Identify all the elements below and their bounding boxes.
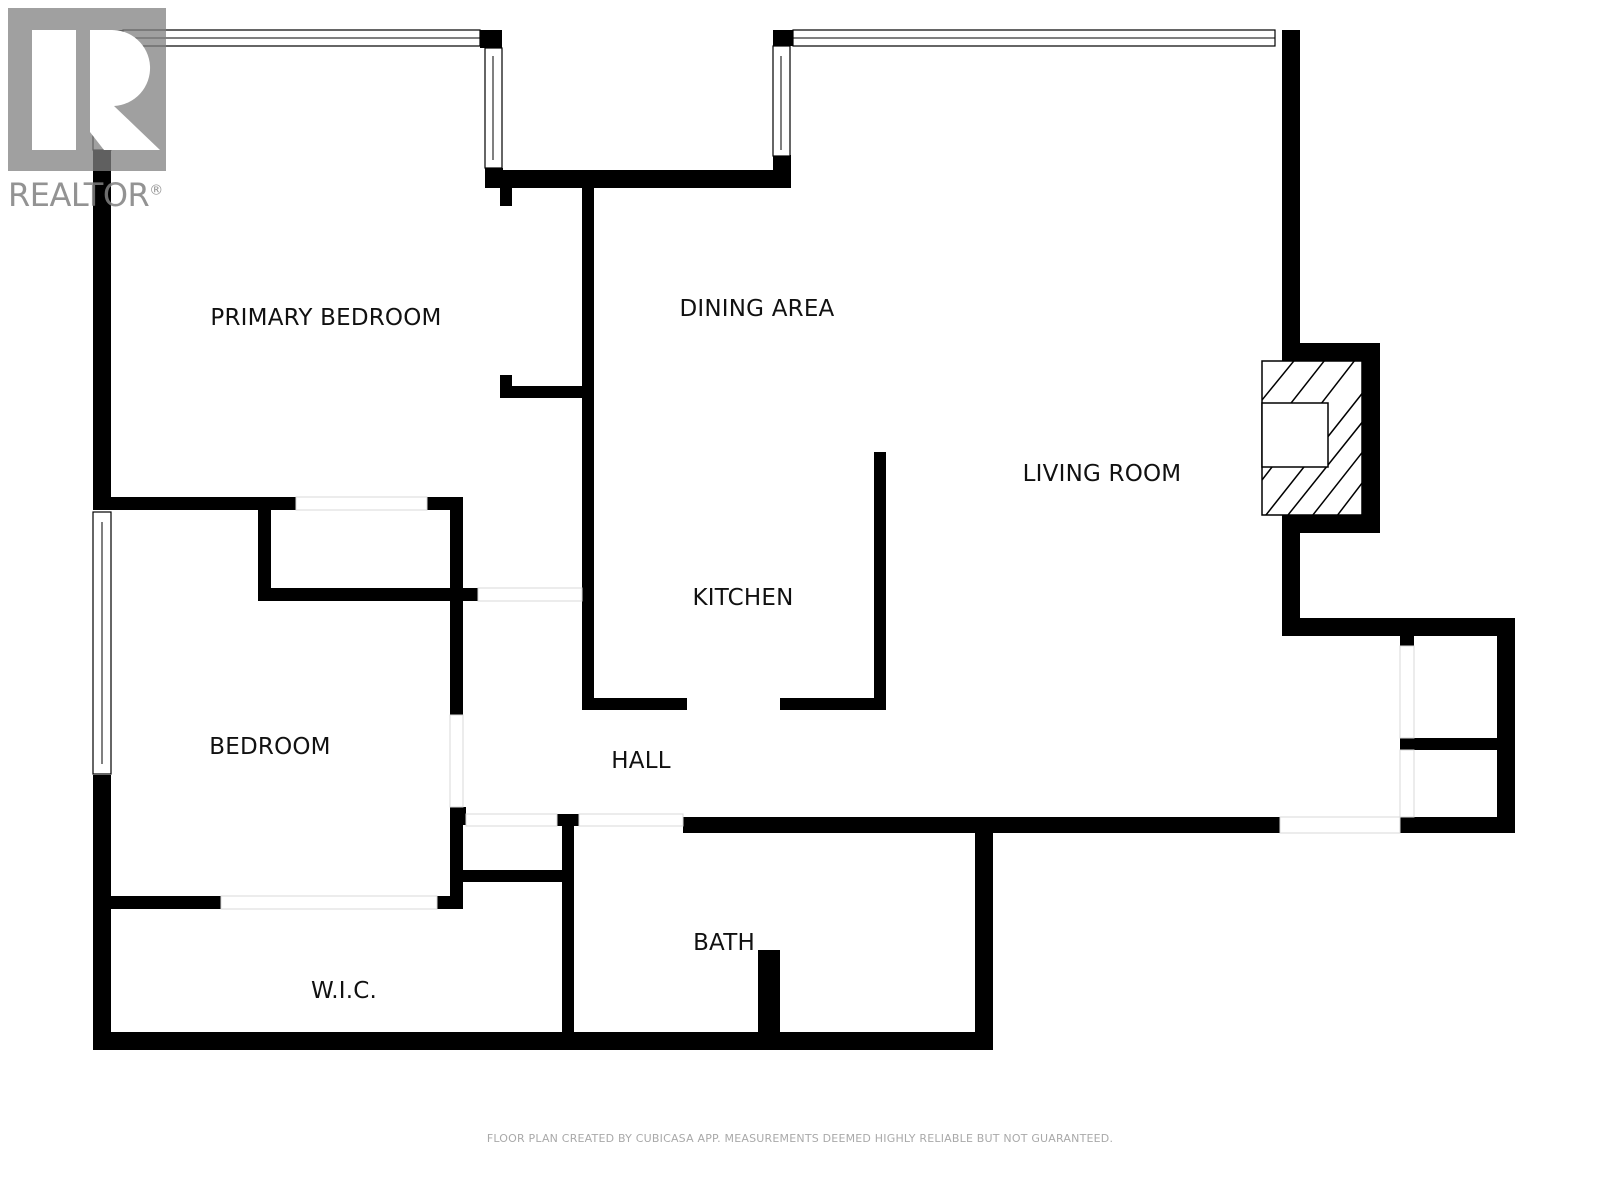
room-label-wic: W.I.C. [310, 978, 378, 1004]
room-label-bath: BATH [693, 930, 755, 956]
exterior-walls [93, 30, 1515, 1050]
room-label-bedroom: BEDROOM [209, 734, 331, 760]
realtor-brand-text: REALTOR [8, 176, 150, 214]
room-label-primary-bedroom: PRIMARY BEDROOM [210, 305, 442, 331]
interior-walls [111, 188, 886, 1036]
floor-plan-disclaimer: FLOOR PLAN CREATED BY CUBICASA APP. MEAS… [486, 1132, 1114, 1145]
realtor-wordmark: REALTOR® [8, 176, 163, 214]
registered-mark: ® [149, 182, 163, 199]
door-openings [220, 496, 1415, 910]
room-label-living-room: LIVING ROOM [1022, 461, 1182, 487]
realtor-watermark: REALTOR® [8, 8, 166, 214]
room-label-dining-area: DINING AREA [679, 296, 835, 322]
room-label-kitchen: KITCHEN [692, 585, 794, 611]
fireplace [1261, 360, 1363, 516]
windows [92, 29, 1276, 775]
realtor-logo-icon [8, 8, 166, 171]
room-label-hall: HALL [611, 748, 671, 774]
